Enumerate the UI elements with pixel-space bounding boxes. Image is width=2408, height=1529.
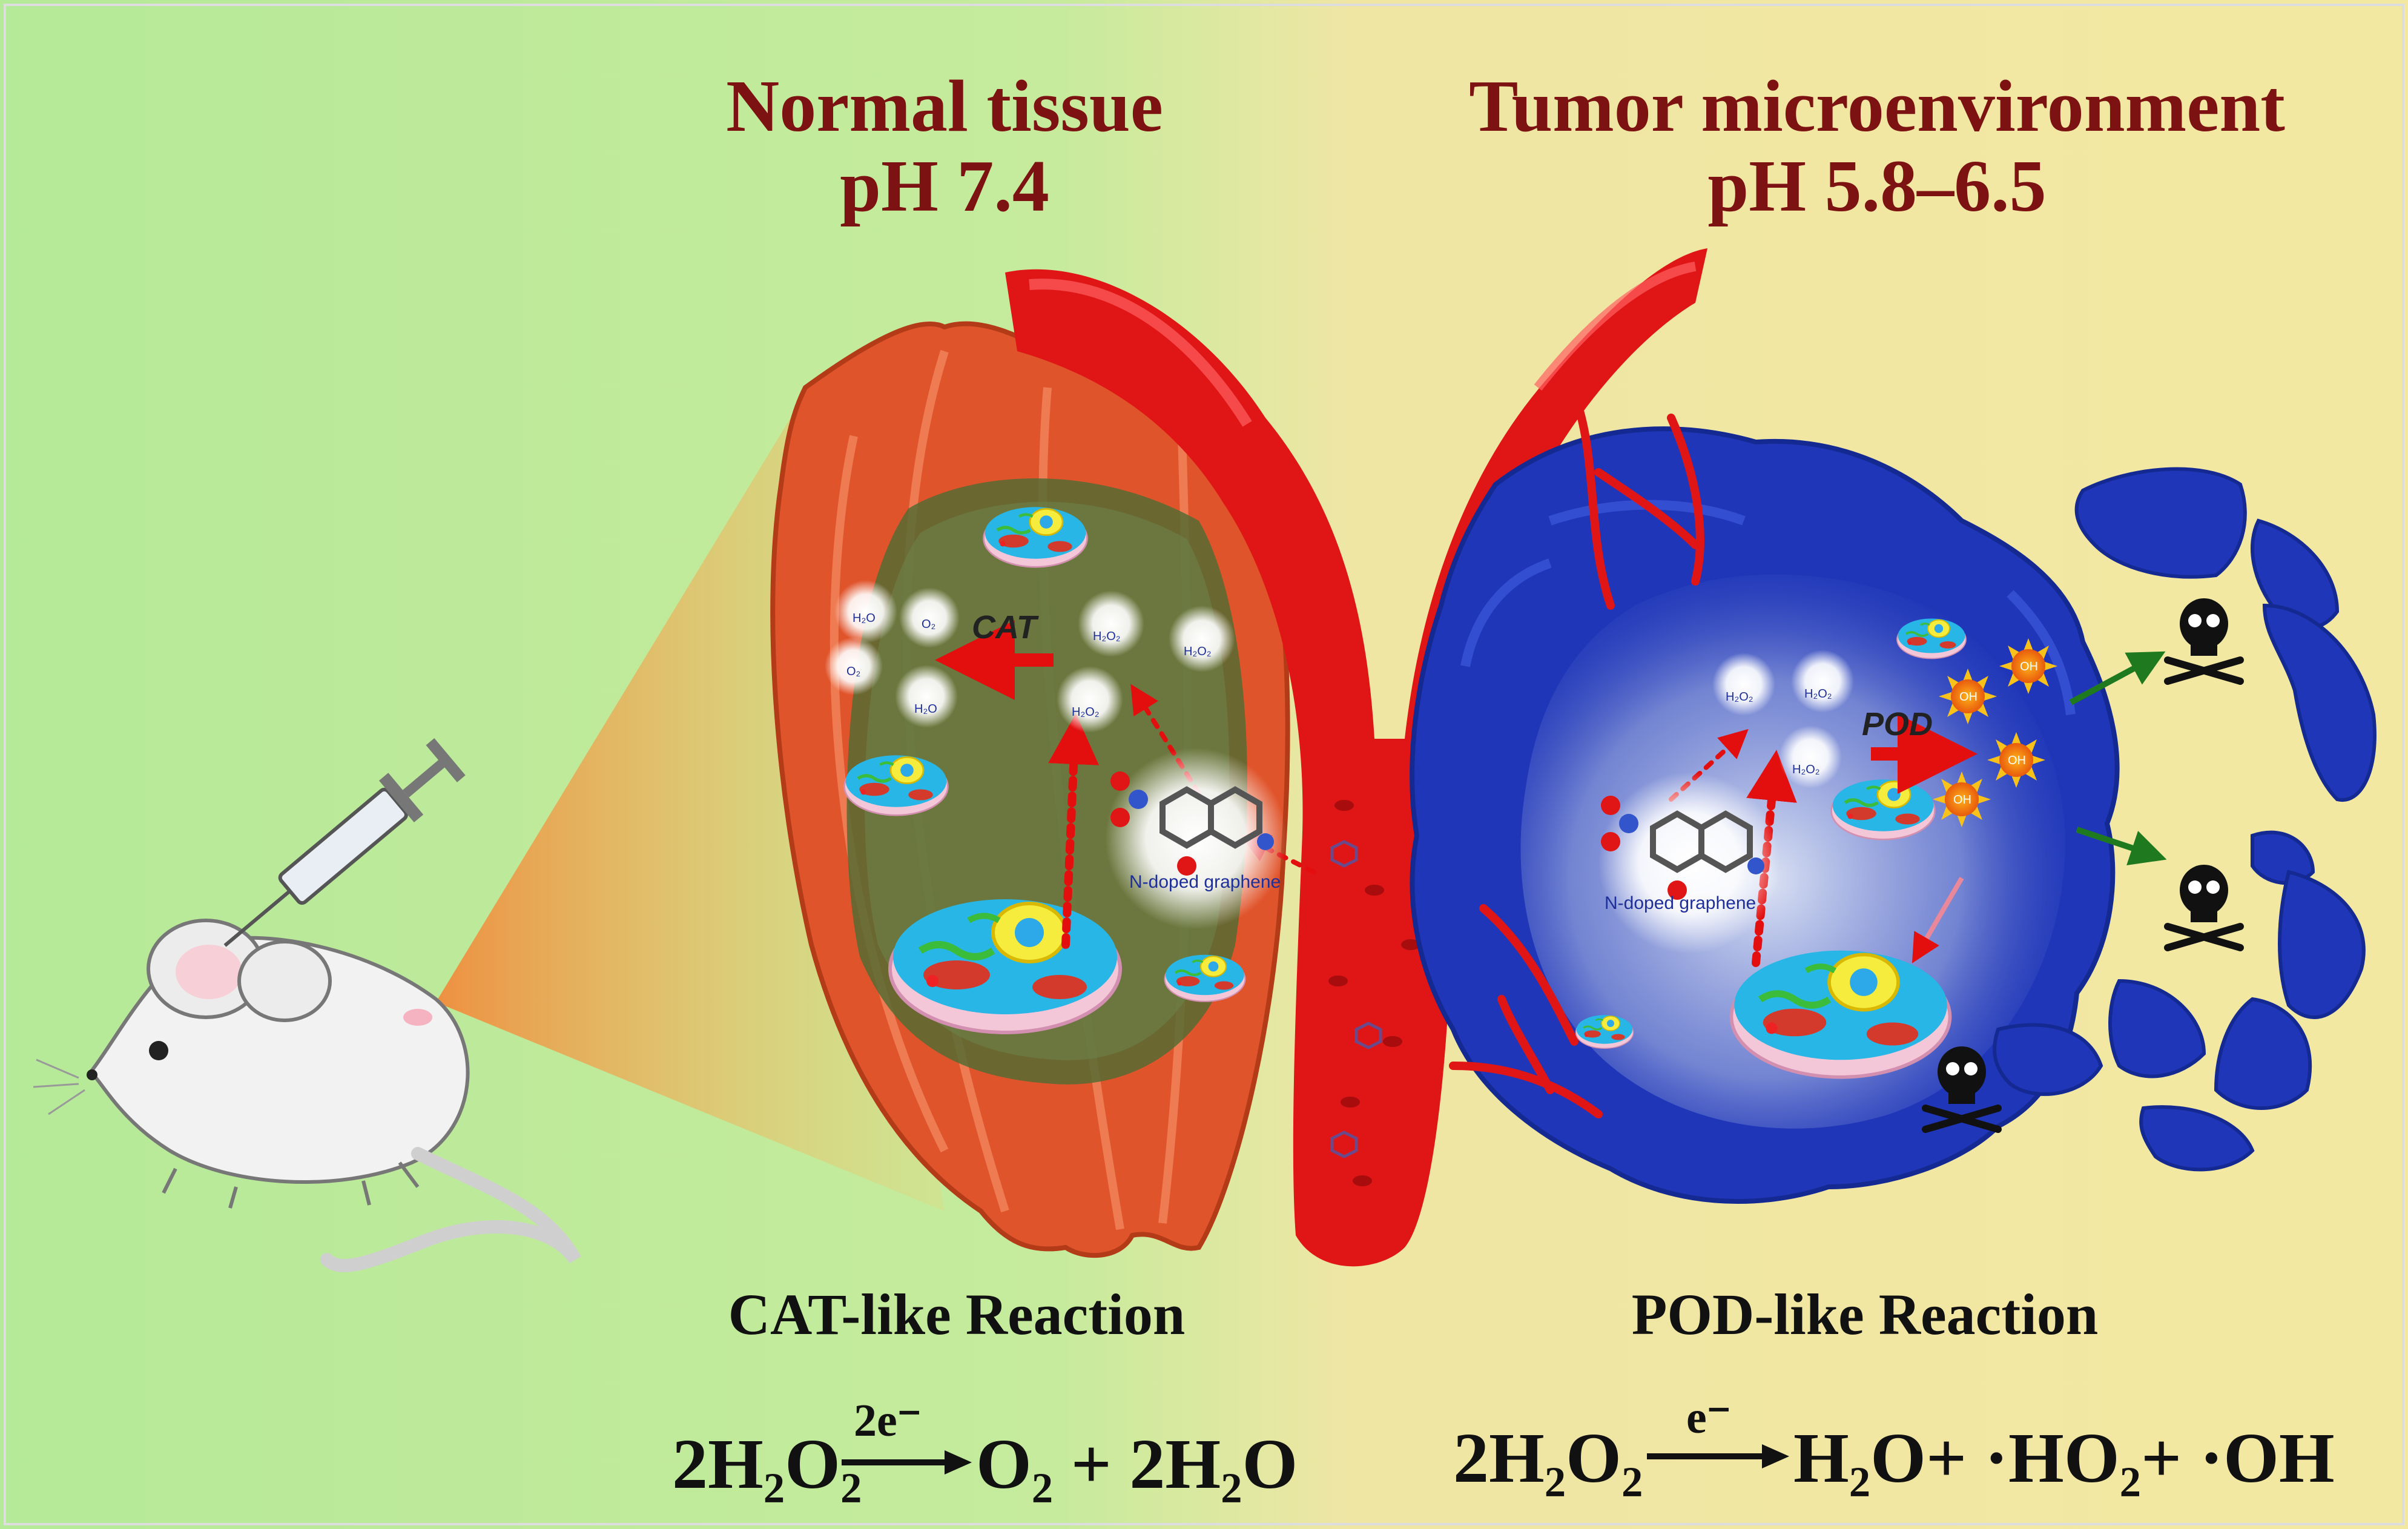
tumor-fragments [1993,467,2377,1172]
nanozyme-label-right: N-doped graphene [1605,893,1757,913]
tumor-title: Tumor microenvironment pH 5.8–6.5 [1453,67,2301,226]
molecule-glows-left [825,580,1235,733]
radical-label: OH [2020,660,2038,673]
cell-icon [1165,955,1245,1002]
molecule-label: H₂O₂ [1804,687,1832,701]
pod-arrow-label: e⁻ [1686,1392,1731,1443]
tumor-ph: pH 5.8–6.5 [1707,145,2047,227]
graphene-molecule-icon [1601,796,1764,900]
radical-label: OH [1959,690,1978,704]
normal-tissue-ph: pH 7.4 [840,145,1049,227]
cat-equation: 2H₂O₂ [672,1423,862,1505]
normal-tissue-title: Normal tissue pH 7.4 [654,67,1235,226]
graphene-molecule-icon [1110,771,1274,876]
cat-products: O₂ + 2H₂O [976,1424,1298,1504]
molecule-label: H₂O [853,612,876,625]
molecule-label: H₂O₂ [1184,645,1212,658]
cell-icon [845,755,948,815]
pod-equation: 2H₂O₂ [1453,1417,1643,1499]
molecule-label: O₂ [846,665,861,678]
syringe-icon [223,738,466,947]
mouse-icon [33,919,581,1272]
nanozyme-label-left: N-doped graphene [1129,872,1281,892]
cell-icon [1575,1014,1634,1049]
molecule-label: H₂O₂ [1726,690,1753,704]
green-arrows [2069,651,2167,865]
cat-label: CAT [972,609,1037,646]
cat-reactant: 2H₂O₂ [672,1424,862,1504]
normal-tissue-heading: Normal tissue [726,65,1163,147]
cell-icon [984,507,1087,567]
molecule-label: H₂O₂ [1093,630,1121,643]
molecule-label: H₂O₂ [1792,763,1820,776]
cat-reaction-title: CAT-like Reaction [728,1282,1186,1347]
radical-label: OH [2008,754,2026,767]
cat-equation-arrow [842,1450,972,1475]
pod-equation-arrow [1647,1444,1789,1468]
pod-reaction-title: POD-like Reaction [1631,1282,2099,1347]
cell-icon [1896,617,1967,660]
tumor-heading: Tumor microenvironment [1469,65,2285,147]
radical-label: OH [1953,793,1971,807]
molecule-label: H₂O₂ [1072,705,1100,719]
blood-vessel-icon [1005,248,1707,1267]
molecule-glows-right [1712,650,1854,788]
pod-products: H₂O+ ·HO₂+ ·OH [1793,1418,2335,1498]
pod-reactant: 2H₂O₂ [1453,1418,1643,1498]
cat-arrow-label: 2e⁻ [854,1395,922,1446]
molecule-label: H₂O [914,702,937,716]
cell-icon [1832,779,1935,839]
molecule-label: O₂ [922,618,936,631]
pod-label: POD [1862,706,1933,742]
cell-icon [1732,951,1950,1077]
cell-icon [890,899,1120,1032]
